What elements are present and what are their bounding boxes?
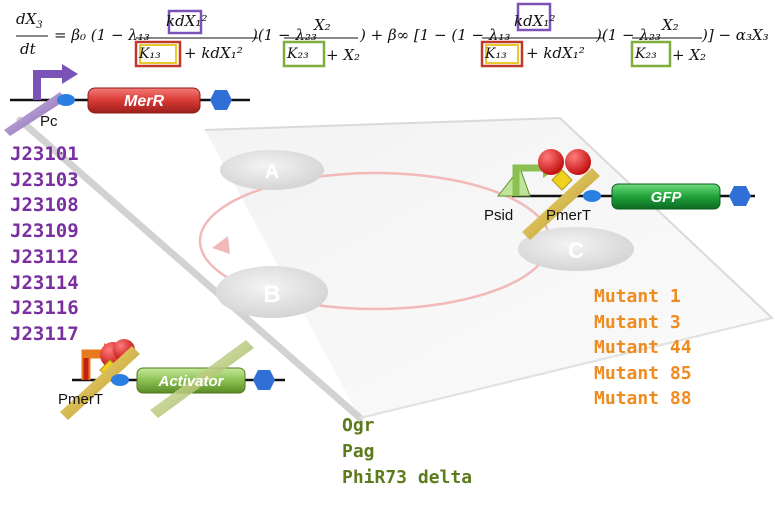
kinetic-equation: dX3 dt = β₀ (1 − λ₁₃ kdX₁² K₁₃ + kdX₁² )…: [14, 2, 774, 74]
eq-denominator-rest-1: + kdX₁²: [184, 44, 243, 62]
activator-terminator-icon: [253, 370, 275, 390]
activator-blade-icon: [150, 340, 254, 418]
eq-k13-2: K₁₃: [485, 46, 507, 62]
activator-protein-icon-1: [538, 149, 564, 175]
promoter-list-item: J23109: [10, 220, 79, 243]
activator-gene-label: Activator: [157, 373, 224, 390]
pc-blade-icon: [4, 92, 66, 136]
eq-plus-x2-1: + X₂: [326, 46, 361, 64]
activator-rbs-icon: [111, 374, 129, 386]
eq-x2-num-2: X₂: [662, 16, 679, 34]
box-k23-right: [630, 40, 672, 68]
merr-gene: [87, 87, 201, 114]
box-k13-left-inner: [139, 44, 177, 64]
mutant-list-item: Mutant 1: [594, 286, 681, 307]
eq-mid-1: )(1 − λ₂₃: [252, 26, 317, 44]
eq-lhs-numerator: dX3: [16, 10, 43, 31]
pc-promoter-label: Pc: [40, 113, 58, 130]
eq-x2-num-1: X₂: [314, 16, 331, 34]
promoter-list-item: J23103: [10, 168, 79, 191]
box-k13-right-inner: [485, 44, 519, 64]
eq-k23-2: K₂₃: [635, 46, 657, 62]
pmert-mutant-list: Mutant 1 Mutant 3 Mutant 44 Mutant 85 Mutant…: [594, 284, 692, 412]
promoter-list-item: J23101: [10, 143, 79, 165]
activator-construct: Activator PmerT: [58, 339, 285, 420]
eq-tail: )] − α₃X₃: [702, 26, 769, 44]
psid-arrow-icon: [512, 164, 546, 196]
pmert-blade-icon: [522, 168, 600, 240]
promoter-list-item: J23116: [10, 297, 79, 320]
cycle-node-b-label: B: [263, 281, 280, 308]
cycle-node-c-label: C: [568, 238, 584, 263]
cycle-arrowhead-b: [212, 236, 230, 254]
mutant-list-item: Mutant 44: [594, 337, 692, 358]
activator-protein-icon-2: [565, 149, 591, 175]
equation-boxes: [16, 2, 702, 68]
box-kdx1-sq-right: [516, 2, 552, 32]
box-kdx1-sq-left: [167, 9, 203, 35]
eq-mid-2: )(1 − λ₂₃: [596, 26, 661, 44]
pmert-left-promoter-label: PmerT: [58, 391, 103, 408]
merr-gene-label: MerR: [124, 93, 164, 110]
pc-promoter-arrowhead-icon: [62, 64, 78, 84]
merr-terminator-icon: [210, 90, 232, 110]
mutant-list-item: Mutant 85: [594, 362, 692, 384]
gfp-construct: GFP Psid PmerT: [484, 149, 755, 240]
cycle-node-a-label: A: [265, 161, 279, 183]
promoter-list-item: J23112: [10, 245, 79, 268]
reaction-cycle: A B C: [198, 150, 634, 318]
eq-k13-1: K₁₃: [139, 46, 161, 62]
eq-numerator-1: kdX₁²: [166, 12, 208, 30]
gfp-gene-label: GFP: [651, 189, 683, 206]
promoter-list-item: J23108: [10, 194, 79, 217]
eq-numerator-2: kdX₁²: [514, 12, 556, 30]
pmert-left-blade-icon: [60, 346, 140, 420]
eq-denominator-rest-2: + kdX₁²: [526, 44, 585, 62]
eq-beta-inf-term: ) + β∞ [1 − (1 − λ₁₃: [360, 26, 511, 44]
eq-k23-1: K₂₃: [287, 46, 309, 62]
box-k13-right: [480, 40, 524, 68]
activator-list-item: PhiR73 delta: [342, 467, 473, 488]
pc-promoter-arrow-icon: [33, 70, 64, 100]
gfp-rbs-icon: [583, 190, 601, 202]
merr-construct: MerR Pc: [4, 64, 250, 136]
gfp-gene: [611, 183, 721, 210]
eq-lhs-denominator: dt: [20, 40, 36, 58]
box-k13-left: [134, 40, 182, 68]
cycle-node-a: [220, 150, 324, 190]
gfp-terminator-icon: [729, 186, 751, 206]
pmert-right-promoter-label: PmerT: [546, 207, 591, 224]
mutant-list-item: Mutant 88: [594, 388, 692, 409]
mutant-list-item: Mutant 3: [594, 311, 681, 333]
promoter-list-item: J23117: [10, 322, 79, 345]
cycle-node-b: [216, 266, 328, 318]
eq-plus-x2-2: + X₂: [672, 46, 707, 64]
activator-list-item: Ogr: [342, 415, 375, 436]
merr-rbs-icon: [57, 94, 75, 106]
eq-beta0-term: = β₀ (1 − λ₁₃: [54, 26, 150, 44]
cycle-node-c: [518, 227, 634, 271]
promoter-list-item: J23114: [10, 271, 79, 294]
psid-promoter-label: Psid: [484, 207, 513, 224]
activator-list-item: Pag: [342, 441, 375, 462]
pmert-binding-site-icon: [551, 169, 573, 191]
box-k23-left: [282, 40, 326, 68]
